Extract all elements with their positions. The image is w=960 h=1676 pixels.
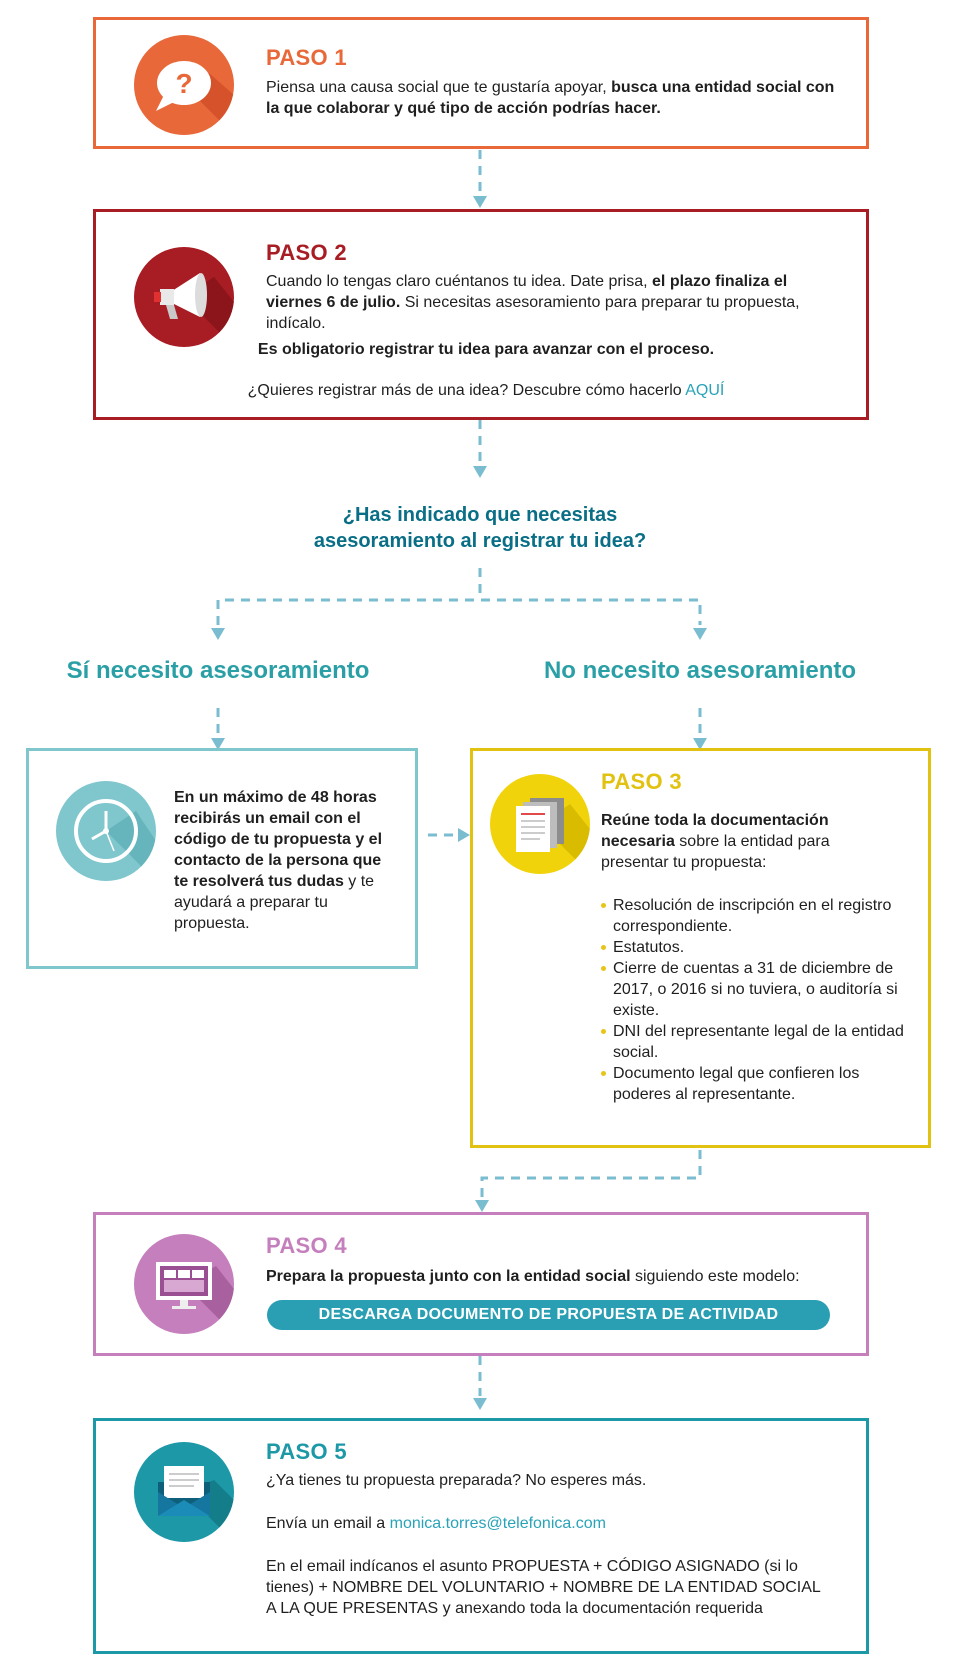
monitor-icon bbox=[134, 1234, 234, 1334]
paso5-title: PASO 5 bbox=[266, 1439, 347, 1464]
documents-icon bbox=[490, 774, 590, 874]
paso4-box: PASO 4 Prepara la propuesta junto con la… bbox=[93, 1212, 869, 1356]
download-proposal-button[interactable]: DESCARGA DOCUMENTO DE PROPUESTA DE ACTIV… bbox=[267, 1300, 830, 1330]
svg-text:?: ? bbox=[175, 68, 192, 99]
paso2-more-ideas-text: ¿Quieres registrar más de una idea? Desc… bbox=[247, 382, 686, 399]
question-line2: asesoramiento al registrar tu idea? bbox=[313, 530, 647, 552]
paso2-box: PASO 2 Cuando lo tengas claro cuéntanos … bbox=[93, 209, 869, 420]
doc-item: Estatutos. bbox=[601, 937, 906, 958]
paso1-text-b: busca una entidad social con la que cola… bbox=[266, 79, 835, 117]
paso3-box: PASO 3 Reúne toda la documentación neces… bbox=[470, 748, 931, 1148]
question-bubble-icon: ? bbox=[134, 35, 234, 135]
clock-icon bbox=[56, 781, 156, 881]
paso3-intro: Reúne toda la documentación necesaria so… bbox=[601, 810, 851, 873]
email-link[interactable]: monica.torres@telefonica.com bbox=[389, 1515, 606, 1532]
paso5-box: PASO 5 ¿Ya tienes tu propuesta preparada… bbox=[93, 1418, 869, 1654]
doc-item: Resolución de inscripción en el registro… bbox=[601, 895, 906, 937]
paso1-text: Piensa una causa social que te gustaría … bbox=[266, 77, 846, 119]
paso1-text-a: Piensa una causa social que te gustaría … bbox=[266, 79, 612, 96]
branch-yes-label: Sí necesito asesoramiento bbox=[66, 657, 370, 684]
question-line1: ¿Has indicado que necesitas bbox=[342, 504, 618, 526]
paso5-line1: ¿Ya tienes tu propuesta preparada? No es… bbox=[266, 1472, 647, 1489]
question-text: ¿Has indicado que necesitas asesoramient… bbox=[230, 502, 730, 554]
paso4-title: PASO 4 bbox=[266, 1233, 347, 1258]
paso5-email-prefix: Envía un email a bbox=[266, 1515, 390, 1532]
paso4-text: Prepara la propuesta junto con la entida… bbox=[266, 1266, 846, 1287]
paso2-title: PASO 2 bbox=[266, 240, 347, 265]
si-box-text-a: En un máximo de 48 horas recibirás un em… bbox=[174, 789, 383, 890]
paso4-text-a: Prepara la propuesta junto con la entida… bbox=[266, 1268, 631, 1285]
paso5-line3: En el email indícanos el asunto PROPUEST… bbox=[266, 1558, 821, 1617]
aqui-link[interactable]: AQUÍ bbox=[685, 382, 725, 399]
si-box: En un máximo de 48 horas recibirás un em… bbox=[26, 748, 418, 969]
doc-item: Documento legal que confieren los podere… bbox=[601, 1063, 906, 1105]
paso2-text-c: Si necesitas asesoramiento para preparar… bbox=[266, 294, 800, 332]
paso2-text: Cuando lo tengas claro cuéntanos tu idea… bbox=[266, 271, 826, 334]
megaphone-icon bbox=[134, 247, 234, 347]
paso3-doc-list: Resolución de inscripción en el registro… bbox=[601, 895, 906, 1105]
paso3-intro-a: Reúne toda la documentación necesaria bbox=[601, 812, 829, 850]
si-box-text: En un máximo de 48 horas recibirás un em… bbox=[174, 787, 399, 934]
paso3-intro-b: sobre la entidad para presentar tu propu… bbox=[601, 833, 830, 871]
branch-no-label: No necesito asesoramiento bbox=[543, 657, 857, 684]
paso2-text-b: el plazo finaliza el viernes 6 de julio. bbox=[266, 273, 788, 311]
paso5-email-line: Envía un email a monica.torres@telefonic… bbox=[266, 1513, 846, 1534]
si-box-text-b: y te ayudará a preparar tu propuesta. bbox=[174, 873, 375, 932]
paso1-box: ? PASO 1 Piensa una causa social que te … bbox=[93, 17, 869, 149]
paso2-more-ideas: ¿Quieres registrar más de una idea? Desc… bbox=[196, 380, 776, 401]
doc-item: Cierre de cuentas a 31 de diciembre de 2… bbox=[601, 958, 906, 1021]
envelope-icon bbox=[134, 1442, 234, 1542]
paso1-title: PASO 1 bbox=[266, 45, 347, 70]
paso4-text-b: siguiendo este modelo: bbox=[630, 1268, 800, 1285]
doc-item: DNI del representante legal de la entida… bbox=[601, 1021, 906, 1063]
paso2-mandatory: Es obligatorio registrar tu idea para av… bbox=[257, 341, 715, 358]
paso3-title: PASO 3 bbox=[601, 769, 682, 794]
paso2-text-a: Cuando lo tengas claro cuéntanos tu idea… bbox=[266, 273, 653, 290]
